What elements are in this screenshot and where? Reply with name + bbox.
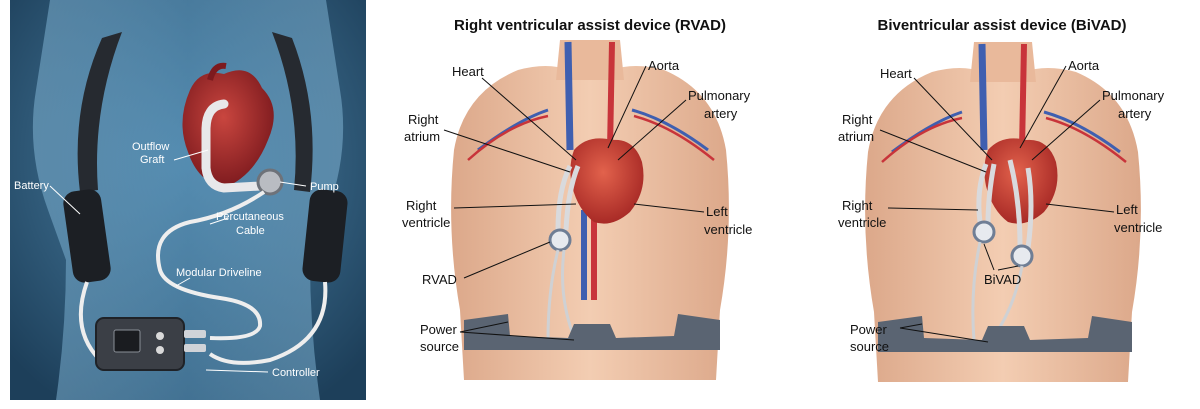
label-left-ventricle-2: ventricle — [704, 222, 752, 237]
label-controller: Controller — [272, 367, 320, 379]
label-right-atrium-2: atrium — [404, 129, 440, 144]
lvad-illustration: Outflow Graft Battery Pump Percutaneous … — [10, 0, 366, 400]
label-pump: Pump — [310, 181, 339, 193]
right-shoulder-strap — [272, 32, 313, 192]
label-right-atrium-1: Right — [842, 112, 873, 127]
battery-right — [302, 189, 348, 283]
battery-left — [63, 189, 111, 283]
label-aorta: Aorta — [1068, 58, 1100, 73]
label-power-source-2: source — [850, 339, 889, 354]
outflow-graft — [201, 99, 265, 193]
percutaneous-cable — [156, 190, 266, 341]
label-right-atrium-1: Right — [408, 112, 439, 127]
label-left-ventricle-2: ventricle — [1114, 220, 1162, 235]
label-pulmonary-1: Pulmonary — [688, 88, 751, 103]
label-pulmonary-1: Pulmonary — [1102, 88, 1165, 103]
bivad-left-pump — [1010, 244, 1034, 268]
label-outflow-graft-2: Graft — [140, 154, 164, 166]
label-heart: Heart — [452, 64, 484, 79]
label-bivad: BiVAD — [984, 272, 1021, 287]
label-power-source-1: Power — [850, 322, 888, 337]
heart-shape — [984, 138, 1058, 224]
heart-shape — [570, 138, 644, 224]
label-pulmonary-2: artery — [704, 106, 738, 121]
label-aorta: Aorta — [648, 58, 680, 73]
pump-device — [256, 168, 284, 196]
label-left-ventricle-1: Left — [706, 204, 728, 219]
label-left-ventricle-1: Left — [1116, 202, 1138, 217]
label-percutaneous-2: Cable — [236, 225, 265, 237]
power-source-belt — [464, 314, 720, 350]
bivad-illustration: Biventricular assist device (BiVAD) — [838, 17, 1165, 382]
label-power-source-2: source — [420, 339, 459, 354]
power-source-belt — [878, 316, 1132, 352]
label-percutaneous-1: Percutaneous — [216, 211, 284, 223]
label-right-ventricle-2: ventricle — [402, 215, 450, 230]
label-right-ventricle-1: Right — [842, 198, 873, 213]
label-heart: Heart — [880, 66, 912, 81]
rvad-illustration: Right ventricular assist device (RVAD) — [402, 17, 752, 380]
bivad-panel: Biventricular assist device (BiVAD) — [814, 0, 1194, 409]
rvad-panel: Right ventricular assist device (RVAD) — [398, 0, 782, 409]
label-right-ventricle-1: Right — [406, 198, 437, 213]
label-rvad: RVAD — [422, 272, 457, 287]
torso — [865, 68, 1141, 382]
bivad-title: Biventricular assist device (BiVAD) — [878, 17, 1127, 34]
label-right-ventricle-2: ventricle — [838, 215, 886, 230]
left-shoulder-strap — [77, 32, 122, 192]
label-outflow-graft-1: Outflow — [132, 141, 169, 153]
bivad-right-pump — [972, 220, 996, 244]
torso — [451, 66, 729, 380]
lvad-system-panel: Outflow Graft Battery Pump Percutaneous … — [10, 0, 366, 409]
label-battery: Battery — [14, 180, 49, 192]
label-pulmonary-2: artery — [1118, 106, 1152, 121]
label-power-source-1: Power — [420, 322, 458, 337]
label-modular-driveline: Modular Driveline — [176, 267, 262, 279]
rvad-title: Right ventricular assist device (RVAD) — [454, 17, 726, 34]
rvad-pump — [548, 228, 572, 252]
label-right-atrium-2: atrium — [838, 129, 874, 144]
